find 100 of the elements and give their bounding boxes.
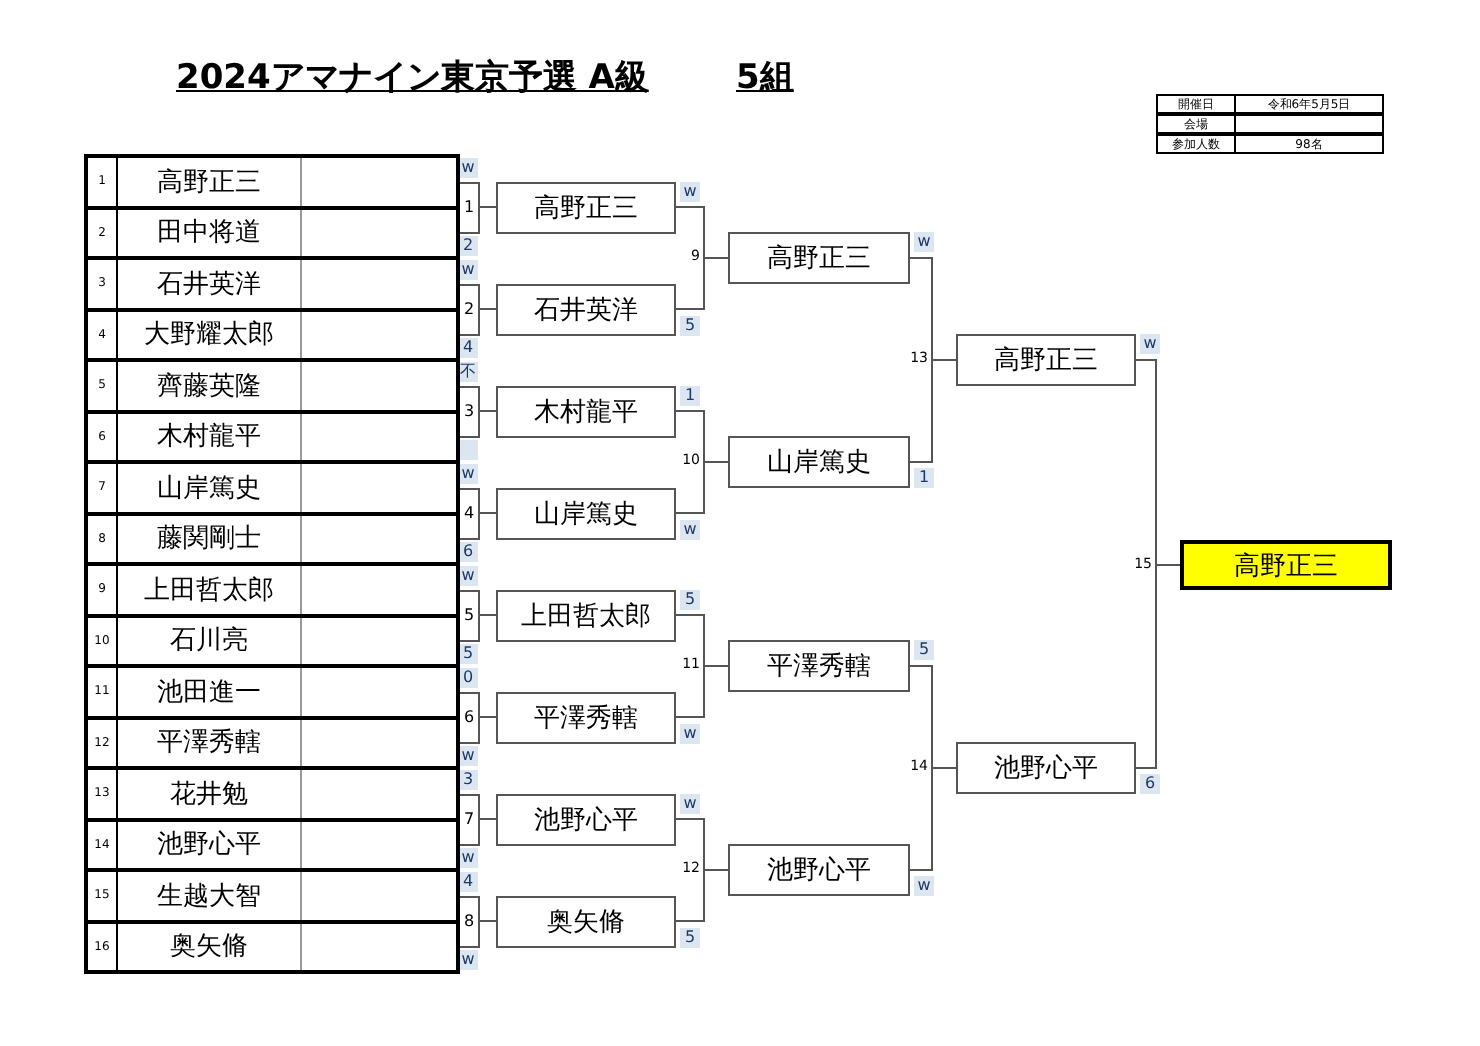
player-name: 池野心平 bbox=[118, 821, 302, 868]
bracket-line bbox=[675, 257, 729, 310]
score: 3 bbox=[458, 770, 478, 790]
match-number-box: 1 bbox=[458, 181, 480, 233]
match-number-box: 4 bbox=[458, 487, 480, 539]
player-row bbox=[86, 921, 458, 972]
bracket-box: 石井英洋 bbox=[496, 283, 676, 335]
bracket-line bbox=[1135, 564, 1181, 769]
bracket-line bbox=[479, 614, 497, 616]
player-name: 石井英洋 bbox=[118, 260, 302, 307]
score: w bbox=[680, 723, 700, 743]
bracket-box: 高野正三 bbox=[956, 334, 1136, 386]
score: 1 bbox=[680, 385, 700, 405]
player-row bbox=[86, 615, 458, 666]
bracket-line bbox=[479, 308, 497, 310]
player-row bbox=[86, 513, 458, 564]
score: 6 bbox=[458, 542, 478, 562]
player-row bbox=[86, 564, 458, 615]
player-name: 山岸篤史 bbox=[118, 464, 302, 511]
player-name: 平澤秀轄 bbox=[118, 719, 302, 766]
player-row bbox=[86, 207, 458, 258]
bracket-box: 平澤秀轄 bbox=[496, 691, 676, 743]
player-row bbox=[86, 819, 458, 870]
player-row bbox=[86, 666, 458, 717]
player-name: 齊藤英隆 bbox=[118, 362, 302, 409]
match-number-box: 7 bbox=[458, 793, 480, 845]
score: 4 bbox=[458, 872, 478, 892]
bracket-line bbox=[479, 920, 497, 922]
bracket-line bbox=[909, 767, 957, 871]
player-row bbox=[86, 309, 458, 360]
score: 5 bbox=[458, 644, 478, 664]
bracket-box: 上田哲太郎 bbox=[496, 589, 676, 641]
score: w bbox=[914, 876, 934, 896]
bracket-box: 平澤秀轄 bbox=[728, 640, 910, 692]
score: 5 bbox=[680, 927, 700, 947]
player-row bbox=[86, 360, 458, 411]
bracket-box: 池野心平 bbox=[496, 793, 676, 845]
score: w bbox=[458, 566, 478, 586]
score: 2 bbox=[458, 236, 478, 256]
player-name: 上田哲太郎 bbox=[118, 566, 302, 613]
player-row bbox=[86, 870, 458, 921]
match-number-box: 5 bbox=[458, 589, 480, 641]
bracket-box: 山岸篤史 bbox=[496, 487, 676, 539]
player-row bbox=[86, 258, 458, 309]
player-name: 花井勉 bbox=[118, 770, 302, 817]
bracket-line bbox=[479, 206, 497, 208]
player-row bbox=[86, 717, 458, 768]
bracket-box: 高野正三 bbox=[728, 232, 910, 284]
bracket-line bbox=[479, 410, 497, 412]
score: w bbox=[458, 158, 478, 178]
score: w bbox=[458, 746, 478, 766]
score: w bbox=[458, 848, 478, 868]
player-name: 生越大智 bbox=[118, 872, 302, 919]
match-number-box: 6 bbox=[458, 691, 480, 743]
player-row bbox=[86, 156, 458, 207]
bracket-line bbox=[675, 461, 729, 514]
score: 不 bbox=[458, 362, 478, 382]
player-name: 藤関剛士 bbox=[118, 515, 302, 562]
player-name: 高野正三 bbox=[118, 158, 302, 205]
bracket-line bbox=[479, 716, 497, 718]
score: w bbox=[914, 232, 934, 252]
player-row bbox=[86, 411, 458, 462]
bracket-line bbox=[479, 818, 497, 820]
player-name: 奥矢脩 bbox=[118, 923, 302, 970]
score: 5 bbox=[680, 315, 700, 335]
score: w bbox=[680, 519, 700, 539]
score: 5 bbox=[680, 589, 700, 609]
score: 4 bbox=[458, 338, 478, 358]
player-name: 石川亮 bbox=[118, 617, 302, 664]
score: w bbox=[680, 793, 700, 813]
score: w bbox=[1140, 334, 1160, 354]
title: 2024アマナイン東京予選 A級 bbox=[176, 56, 649, 100]
score: 6 bbox=[1140, 774, 1160, 794]
player-name: 田中将道 bbox=[118, 209, 302, 256]
bracket-box: 奥矢脩 bbox=[496, 895, 676, 947]
player-row bbox=[86, 768, 458, 819]
player-name: 大野耀太郎 bbox=[118, 311, 302, 358]
bracket-line bbox=[479, 512, 497, 514]
score: w bbox=[458, 464, 478, 484]
match-number-box: 2 bbox=[458, 283, 480, 335]
score: 1 bbox=[914, 468, 934, 488]
score: 5 bbox=[914, 640, 934, 660]
champion-box: 高野正三 bbox=[1180, 540, 1392, 590]
bracket-box: 山岸篤史 bbox=[728, 436, 910, 488]
bracket-box: 池野心平 bbox=[728, 844, 910, 896]
score: w bbox=[458, 950, 478, 970]
group-label: 5組 bbox=[736, 56, 794, 100]
score: w bbox=[458, 260, 478, 280]
bracket-line bbox=[675, 665, 729, 718]
player-name: 池田進一 bbox=[118, 668, 302, 715]
bracket-box: 高野正三 bbox=[496, 181, 676, 233]
match-number-box: 3 bbox=[458, 385, 480, 437]
bracket-box: 木村龍平 bbox=[496, 385, 676, 437]
bracket-line bbox=[675, 869, 729, 922]
player-row bbox=[86, 462, 458, 513]
bracket-box: 池野心平 bbox=[956, 742, 1136, 794]
score: 0 bbox=[458, 668, 478, 688]
score: w bbox=[680, 181, 700, 201]
player-name: 木村龍平 bbox=[118, 413, 302, 460]
bracket-line bbox=[909, 359, 957, 463]
